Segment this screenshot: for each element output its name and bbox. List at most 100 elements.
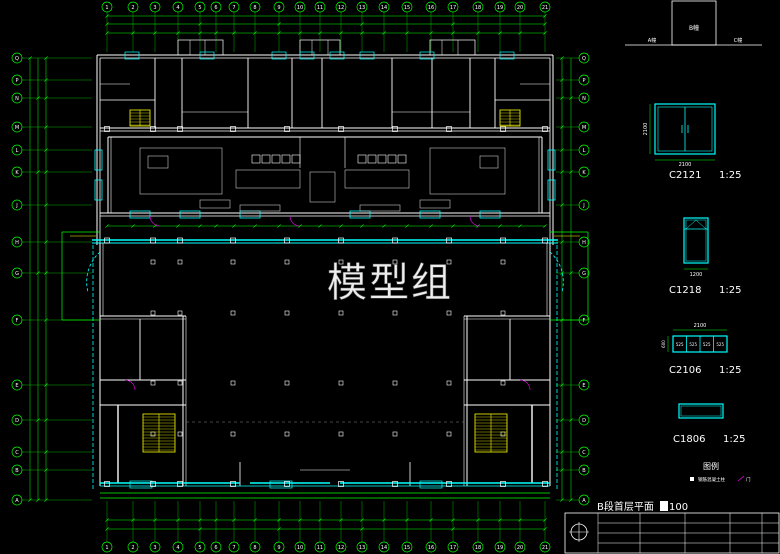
bottom-axis-label: 15 bbox=[404, 545, 410, 551]
legend-item-label: 门 bbox=[746, 476, 751, 483]
top-axis-label: 17 bbox=[450, 5, 456, 11]
left-axis-label: L bbox=[16, 148, 19, 154]
right-axis-bubble bbox=[578, 199, 590, 211]
bottom-axis-label: 4 bbox=[176, 545, 179, 551]
dimension-tick bbox=[105, 224, 109, 228]
right-axis-label: P bbox=[582, 78, 585, 84]
bottom-axis-bubble bbox=[447, 541, 459, 553]
door-swing-arc bbox=[149, 215, 161, 227]
window-code: C2121 bbox=[669, 170, 701, 181]
structural-column bbox=[392, 380, 398, 386]
structural-column bbox=[338, 126, 344, 132]
left-axis-label: C bbox=[15, 450, 19, 456]
structural-column bbox=[284, 237, 290, 244]
bottom-axis-bubble bbox=[401, 541, 413, 553]
structural-column bbox=[230, 126, 236, 132]
left-axis-bubble bbox=[11, 314, 23, 326]
equipment-outline bbox=[147, 155, 169, 169]
window-detail-c2106: 2100 525 525 525 525 600 C2106 1:25 bbox=[661, 323, 741, 376]
right-axis-bubble bbox=[578, 267, 590, 279]
left-axis-bubble bbox=[11, 166, 23, 178]
door-symbol-icon bbox=[737, 475, 745, 482]
top-axis-label: 6 bbox=[214, 5, 217, 11]
right-axis-bubble bbox=[578, 236, 590, 248]
top-axis-label: 20 bbox=[517, 5, 523, 11]
watermark: 模型组 bbox=[327, 260, 453, 306]
wall-window bbox=[271, 51, 287, 60]
structural-column bbox=[230, 380, 236, 386]
right-axis-bubble bbox=[578, 92, 590, 104]
top-axis-bubble bbox=[356, 1, 368, 13]
dimension-tick bbox=[405, 224, 409, 228]
wall-window bbox=[419, 480, 443, 489]
structural-column bbox=[338, 259, 344, 265]
bottom-axis-label: 20 bbox=[517, 545, 523, 551]
right-axis-label: F bbox=[583, 318, 586, 324]
window-scale: 1:25 bbox=[719, 285, 741, 296]
top-axis-bubble bbox=[101, 1, 113, 13]
entrance-canopy bbox=[177, 39, 224, 56]
structural-column bbox=[177, 126, 183, 132]
door-swing-arc bbox=[519, 379, 531, 391]
top-axis-bubble bbox=[228, 1, 240, 13]
left-axis-bubble bbox=[11, 236, 23, 248]
sink-unit bbox=[199, 199, 231, 209]
structural-column bbox=[150, 310, 156, 316]
site-key-center-label: B幢 bbox=[689, 24, 699, 32]
structural-column bbox=[542, 237, 548, 244]
bottom-axis-bubble bbox=[194, 541, 206, 553]
top-axis-bubble bbox=[149, 1, 161, 13]
top-axis-label: 16 bbox=[428, 5, 434, 11]
stove-unit bbox=[377, 154, 387, 164]
cooking-counter bbox=[235, 169, 301, 189]
window-opening-mark bbox=[685, 219, 697, 230]
window-sash bbox=[680, 405, 722, 417]
top-axis-bubble bbox=[378, 1, 390, 13]
top-axis-label: 7 bbox=[232, 5, 235, 11]
wall-window bbox=[329, 51, 345, 60]
top-axis-bubble bbox=[472, 1, 484, 13]
wall-window bbox=[129, 210, 151, 219]
top-axis-label: 15 bbox=[404, 5, 410, 11]
top-axis-label: 8 bbox=[253, 5, 256, 11]
legend: 图例 钢筋混凝土柱 门 bbox=[690, 461, 751, 483]
column-symbol-icon bbox=[690, 477, 694, 481]
bottom-axis-label: 17 bbox=[450, 545, 456, 551]
bottom-axis-bubble bbox=[335, 541, 347, 553]
left-axis-bubble bbox=[11, 92, 23, 104]
right-axis-bubble bbox=[578, 379, 590, 391]
bottom-axis-bubble bbox=[228, 541, 240, 553]
structural-column bbox=[150, 259, 156, 265]
door-swing-arc bbox=[86, 251, 101, 293]
stove-unit bbox=[281, 154, 291, 164]
wall-window bbox=[547, 179, 556, 201]
equipment-outline bbox=[309, 171, 336, 203]
stove-unit bbox=[387, 154, 397, 164]
dimension-tick bbox=[543, 14, 547, 18]
right-axis-label: A bbox=[582, 498, 586, 504]
columns bbox=[104, 126, 548, 487]
dimension-tick bbox=[543, 224, 547, 228]
bottom-axis-label: 21 bbox=[542, 545, 548, 551]
bottom-axis-label: 12 bbox=[338, 545, 344, 551]
structural-column bbox=[230, 237, 236, 244]
left-axis-bubble bbox=[11, 414, 23, 426]
structural-column bbox=[177, 481, 183, 487]
top-axis-bubble bbox=[335, 1, 347, 13]
right-axis-label: D bbox=[582, 418, 586, 424]
left-axis-bubble bbox=[11, 144, 23, 156]
left-axis-label: B bbox=[15, 468, 19, 474]
right-axis-bubble bbox=[578, 446, 590, 458]
structural-column bbox=[392, 431, 398, 437]
legend-item-label: 钢筋混凝土柱 bbox=[698, 476, 725, 483]
dimension-tick bbox=[518, 224, 522, 228]
door-swing-arc bbox=[469, 215, 481, 227]
structural-column bbox=[104, 126, 110, 132]
wall-window bbox=[124, 51, 140, 60]
window-frame bbox=[678, 403, 724, 419]
top-axis-bubble bbox=[273, 1, 285, 13]
right-axis-label: C bbox=[582, 450, 586, 456]
dimension-tick bbox=[429, 224, 433, 228]
structural-column bbox=[338, 431, 344, 437]
